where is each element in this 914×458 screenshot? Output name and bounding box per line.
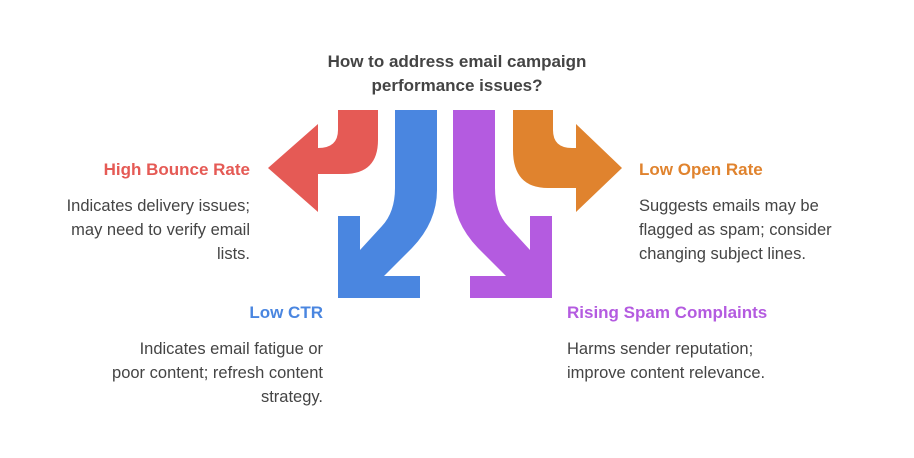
- desc-line: Suggests emails may be: [639, 197, 819, 215]
- desc-line: flagged as spam; consider: [639, 221, 832, 239]
- high-bounce-rate-heading: High Bounce Rate: [103, 160, 250, 179]
- low-ctr-description: Indicates email fatigue or poor content;…: [112, 337, 323, 409]
- blue-arrow: [338, 110, 437, 298]
- desc-line: strategy.: [260, 388, 323, 406]
- desc-line: Indicates delivery issues;: [66, 197, 250, 215]
- desc-line: poor content; refresh content: [112, 364, 323, 382]
- desc-line: Indicates email fatigue or: [139, 340, 323, 358]
- desc-line: Harms sender reputation;: [567, 340, 754, 358]
- rising-spam-complaints-heading: Rising Spam Complaints: [567, 303, 768, 322]
- rising-spam-complaints-description: Harms sender reputation; improve content…: [567, 337, 765, 385]
- orange-arrow: [513, 110, 622, 212]
- high-bounce-rate-description: Indicates delivery issues; may need to v…: [67, 194, 250, 266]
- red-arrow: [268, 110, 378, 212]
- title-line-1: How to address email campaign: [327, 52, 587, 71]
- purple-arrow: [453, 110, 552, 298]
- low-ctr-heading: Low CTR: [249, 303, 323, 322]
- desc-line: may need to verify email: [71, 221, 250, 239]
- desc-line: changing subject lines.: [639, 245, 806, 263]
- desc-line: improve content relevance.: [567, 364, 766, 382]
- diagram-title: How to address email campaign performanc…: [257, 50, 657, 98]
- low-open-rate-heading: Low Open Rate: [639, 160, 763, 179]
- desc-line: lists.: [217, 245, 250, 263]
- low-open-rate-description: Suggests emails may be flagged as spam; …: [639, 194, 832, 266]
- title-line-2: performance issues?: [371, 76, 543, 95]
